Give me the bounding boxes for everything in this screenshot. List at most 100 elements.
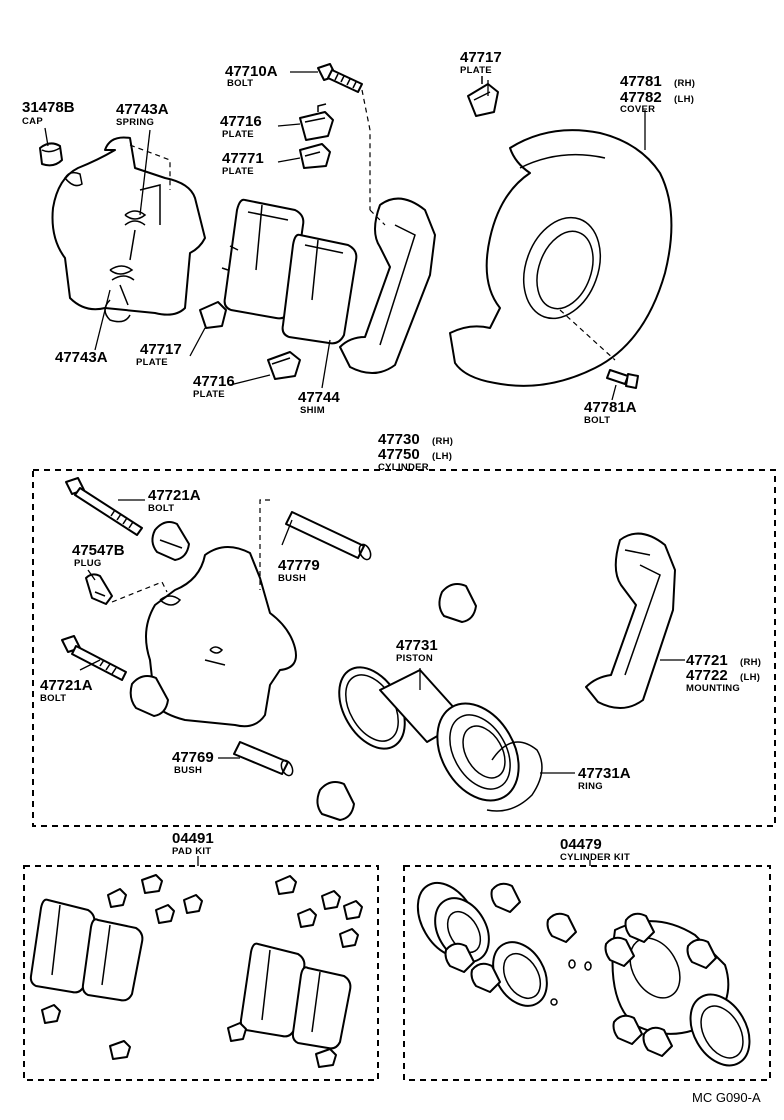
callout-47781: 47781 (RH) 47782 (LH) COVER xyxy=(620,73,695,115)
pad-kit-clips xyxy=(41,874,363,1068)
callout-number: 47716 xyxy=(193,373,235,390)
piston-part xyxy=(338,666,520,802)
figure-code: MC G090-A xyxy=(692,1090,761,1105)
cylinder-kit-boots xyxy=(444,882,717,1057)
callout-47716-mid: 47716 PLATE xyxy=(193,373,235,400)
caliper-body-middle-part xyxy=(145,499,297,728)
callout-number: 47731A xyxy=(578,765,631,782)
cylinder-kit-right-caliper xyxy=(611,920,751,1067)
callout-47743A-top: 47743A SPRING xyxy=(116,101,169,128)
callout-47730: 47730 (RH) 47750 (LH) CYLINDER xyxy=(378,431,453,473)
callout-number: 47547B xyxy=(72,542,125,559)
callout-name: BOLT xyxy=(227,78,253,89)
callout-number: 47717 xyxy=(140,341,182,358)
bolt-top-part xyxy=(317,63,371,210)
callout-name: SHIM xyxy=(300,405,325,416)
dust-cover-part xyxy=(449,129,673,387)
plate-top-right-part xyxy=(467,76,499,117)
callout-31478B: 31478B CAP xyxy=(22,99,75,127)
callout-name: BOLT xyxy=(148,503,174,514)
callout-number: 47779 xyxy=(278,557,320,574)
ring-part xyxy=(486,741,543,812)
callout-number: 47771 xyxy=(222,150,264,167)
callout-name: SPRING xyxy=(116,117,154,128)
piston-boot-upper-part xyxy=(438,583,477,623)
callout-47731A: 47731A RING xyxy=(578,765,631,792)
callout-number: 47731 xyxy=(396,637,438,654)
callout-number-2: 47782 xyxy=(620,89,662,106)
callout-number: 47721A xyxy=(40,677,93,694)
brake-pads-part xyxy=(221,198,358,345)
pad-kit-pads-left xyxy=(29,898,144,1002)
leader-lines-top xyxy=(44,71,646,401)
boot-upper-part xyxy=(151,521,190,561)
callout-suffix: (RH) xyxy=(432,436,453,447)
piston-boot-lower-part xyxy=(316,781,355,821)
callout-number: 47743A xyxy=(116,101,169,118)
callout-number: 47710A xyxy=(225,63,278,80)
pad-kit-pads-right xyxy=(239,942,352,1050)
caliper-body-part xyxy=(51,136,206,323)
callout-suffix-2: (LH) xyxy=(674,94,694,105)
callout-number: 47721A xyxy=(148,487,201,504)
callout-47717-mid: 47717 PLATE xyxy=(136,341,182,368)
callout-47721A-top: 47721A BOLT xyxy=(148,487,201,514)
callout-number: 47743A xyxy=(55,349,108,366)
callout-number: 47744 xyxy=(298,389,340,406)
callout-suffix-2: (LH) xyxy=(432,451,452,462)
callout-number: 04479 xyxy=(560,836,602,853)
callout-name: PLATE xyxy=(193,389,225,400)
callout-47716-top: 47716 PLATE xyxy=(220,113,262,140)
callout-name: PAD KIT xyxy=(172,846,211,857)
callout-suffix: (RH) xyxy=(740,657,761,668)
bolt-upper-part xyxy=(65,477,143,536)
callout-47781A: 47781A BOLT xyxy=(584,399,637,426)
callout-name: PLATE xyxy=(460,65,492,76)
callout-47779: 47779 BUSH xyxy=(278,557,320,584)
cylinder-kit-left-piston xyxy=(416,882,548,1007)
callout-name: CAP xyxy=(22,116,43,127)
callout-47721: 47721 (RH) 47722 (LH) MOUNTING xyxy=(686,652,761,694)
bolt-lower-part xyxy=(61,635,127,681)
pad-kit-box xyxy=(23,865,379,1081)
callout-name: PLATE xyxy=(222,166,254,177)
callout-47744: 47744 SHIM xyxy=(298,389,340,416)
callout-number: 47721 xyxy=(686,652,728,669)
cylinder-kit-box xyxy=(403,865,771,1081)
callout-number: 04491 xyxy=(172,830,214,847)
callout-name: PLUG xyxy=(74,558,102,569)
spring-part xyxy=(109,210,147,306)
cylinder-group-box xyxy=(32,469,776,827)
callout-name: BUSH xyxy=(174,765,202,776)
callout-number: 47769 xyxy=(172,749,214,766)
callout-name: RING xyxy=(578,781,603,792)
callout-name: CYLINDER KIT xyxy=(560,852,630,863)
mounting-bracket-part xyxy=(585,532,676,709)
callout-name: COVER xyxy=(620,104,655,115)
callout-name: PLATE xyxy=(222,129,254,140)
callout-47771: 47771 PLATE xyxy=(222,150,264,177)
plate-top-parts xyxy=(299,103,334,169)
callout-name: PISTON xyxy=(396,653,433,664)
callout-suffix-2: (LH) xyxy=(740,672,760,683)
callout-47721A-bottom: 47721A BOLT xyxy=(40,677,93,704)
callout-name: CYLINDER xyxy=(378,462,429,473)
leader-lines-middle xyxy=(79,499,685,774)
callout-47743A-bottom: 47743A xyxy=(55,349,108,366)
callout-04491: 04491 PAD KIT xyxy=(172,830,214,857)
callout-name: BOLT xyxy=(40,693,66,704)
callout-name: BUSH xyxy=(278,573,306,584)
callout-number-2: 47722 xyxy=(686,667,728,684)
callout-47710A: 47710A BOLT xyxy=(225,63,278,89)
callout-name: MOUNTING xyxy=(686,683,740,694)
callout-suffix: (RH) xyxy=(674,78,695,89)
bush-lower-part xyxy=(233,741,294,777)
callout-47769: 47769 BUSH xyxy=(172,749,214,776)
plug-part xyxy=(85,573,168,605)
callout-number: 47781A xyxy=(584,399,637,416)
plate-mid-parts xyxy=(199,301,301,380)
callout-name: PLATE xyxy=(136,357,168,368)
callout-47547B: 47547B PLUG xyxy=(72,542,125,569)
callout-47717-top: 47717 PLATE xyxy=(460,49,502,76)
bush-upper-part xyxy=(285,511,372,561)
